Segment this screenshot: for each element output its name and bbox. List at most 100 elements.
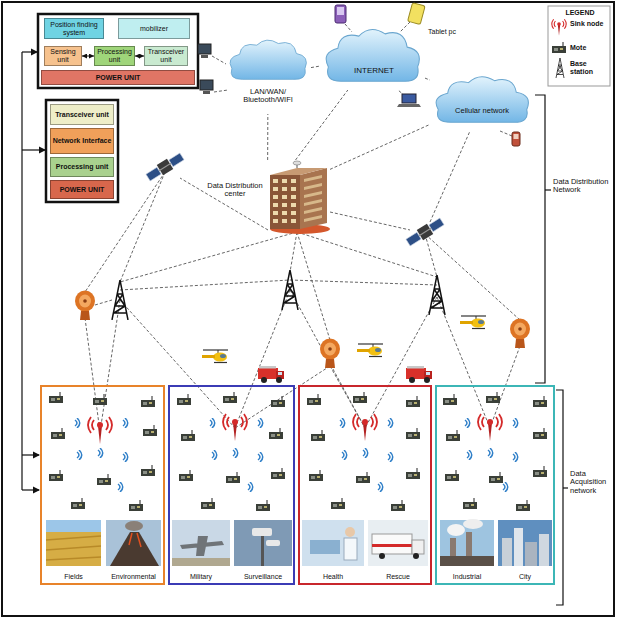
- photo: [46, 520, 101, 532]
- unit-label: Position finding system: [46, 21, 102, 37]
- helicopter: [202, 316, 486, 363]
- data-center: Data Distribution center: [205, 160, 330, 235]
- photo: [180, 536, 224, 556]
- bracket: [535, 95, 545, 383]
- building-icon: [273, 219, 278, 223]
- center-label: Data Distribution center: [205, 182, 265, 199]
- building-icon: [282, 187, 287, 191]
- mote: [356, 472, 370, 483]
- fire-truck: [258, 366, 284, 383]
- text-label: LEGEND: [550, 9, 610, 17]
- mote: [406, 468, 420, 479]
- radio-wave: [340, 418, 345, 428]
- radio-wave: [513, 418, 518, 428]
- mote: [201, 498, 215, 509]
- radio-wave: [488, 448, 493, 458]
- helicopter: [202, 350, 228, 363]
- legend-label: Mote: [570, 44, 608, 52]
- unit-box: Network Interface: [50, 128, 114, 154]
- photo: [502, 538, 512, 566]
- building-icon: [282, 195, 287, 199]
- legend-box: [552, 42, 566, 53]
- mote: [49, 392, 63, 403]
- unit-label: Transceiver unit: [146, 48, 186, 64]
- application-panel: FieldsEnvironmental: [40, 385, 165, 585]
- wireless-links: [290, 280, 437, 285]
- cell-phone: [514, 134, 519, 139]
- mote: [271, 396, 285, 407]
- mote: [269, 428, 283, 439]
- wireless-links: [212, 56, 226, 64]
- bracket: [545, 189, 551, 190]
- cloud-shape: [430, 72, 534, 130]
- mote: [463, 498, 477, 509]
- legend-label: Base station: [570, 60, 608, 76]
- radio-wave: [258, 418, 263, 428]
- building-icon: [273, 187, 278, 191]
- tablet: [408, 3, 425, 25]
- power-bar: POWER UNIT: [41, 70, 195, 85]
- cloud-shape: [326, 29, 419, 81]
- computer: [201, 55, 208, 58]
- sink-dish: [75, 291, 530, 369]
- photo: [345, 527, 355, 537]
- sink-node: [223, 414, 247, 441]
- cell-phone: [512, 132, 520, 146]
- radio-wave: [248, 482, 253, 492]
- wireless-links: [490, 346, 520, 428]
- sink-node: [88, 417, 112, 444]
- wireless-links: [290, 232, 297, 272]
- pda: [337, 7, 344, 15]
- application-panel: HealthRescue: [298, 385, 432, 585]
- building-icon: [273, 211, 278, 215]
- photo: [310, 540, 340, 554]
- photo: [46, 520, 101, 566]
- building-icon: [282, 211, 287, 215]
- wireless-links: [120, 172, 165, 282]
- mote: [71, 498, 85, 509]
- dashed-link: [330, 124, 430, 169]
- building-icon: [304, 183, 322, 190]
- base-station: [282, 270, 298, 310]
- dashed-link: [311, 66, 320, 68]
- photo: [172, 558, 230, 566]
- tablet: [408, 3, 425, 25]
- radio-wave: [513, 452, 518, 462]
- network-label: INTERNET: [338, 67, 410, 76]
- unit-box: Processing unit: [94, 46, 135, 66]
- mote: [443, 394, 457, 405]
- wireless-links: [214, 90, 228, 92]
- radio-wave: [77, 450, 82, 460]
- radio-wave: [258, 452, 263, 462]
- application-panel: IndustrialCity: [435, 385, 555, 585]
- wireless-links: [425, 234, 437, 277]
- building-icon: [300, 168, 327, 229]
- mote: [445, 470, 459, 481]
- unit-label: Sensing unit: [46, 48, 80, 64]
- mote: [179, 470, 193, 481]
- mote: [489, 472, 503, 483]
- feed-arrows: [21, 52, 22, 490]
- mote: [271, 468, 285, 479]
- photo-caption: Surveillance: [234, 573, 292, 581]
- satellite: [145, 151, 445, 247]
- radio-wave: [210, 418, 215, 428]
- mote: [97, 474, 111, 485]
- photo: [440, 520, 494, 566]
- building-icon: [304, 207, 322, 214]
- feed-arrows: [22, 489, 39, 490]
- mote: [143, 425, 157, 436]
- text-label: Data Acquisition network: [570, 470, 612, 495]
- photo: [412, 540, 424, 554]
- photo-caption: Military: [172, 573, 230, 581]
- radio-wave: [465, 418, 470, 428]
- mote: [177, 394, 191, 405]
- data-arrow: [82, 56, 94, 57]
- sink-node: [478, 414, 502, 441]
- building-icon: [291, 211, 296, 215]
- photo-caption: Health: [302, 573, 364, 581]
- mote: [181, 430, 195, 441]
- building-icon: [205, 160, 330, 235]
- wireless-links: [500, 131, 512, 136]
- photo: [106, 520, 161, 566]
